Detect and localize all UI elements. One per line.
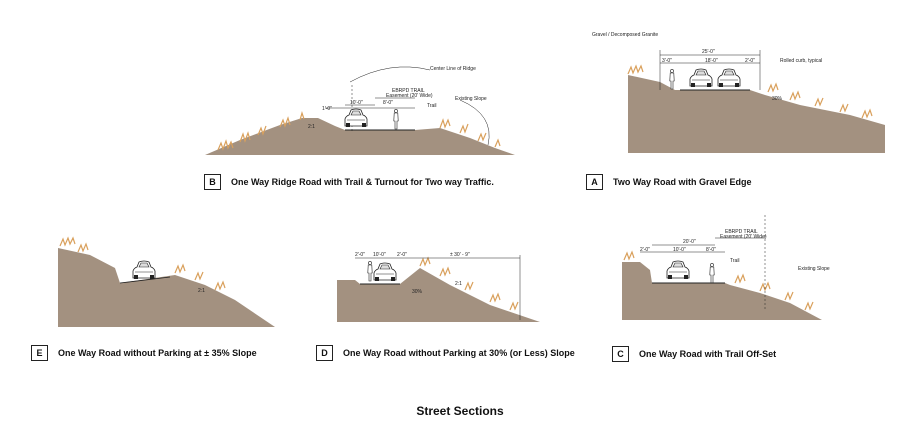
caption-b-text: One Way Ridge Road with Trail & Turnout … [231, 177, 494, 187]
a-dim-right: 2'-0" [745, 58, 755, 64]
caption-a-letter: A [586, 174, 603, 190]
c-trail-tag: Trail [730, 258, 740, 264]
b-slope: 2:1 [308, 124, 315, 130]
a-gravel-label: Gravel / Decomposed Granite [592, 32, 658, 38]
e-slope: 2:1 [198, 288, 205, 294]
caption-b: B One Way Ridge Road with Trail & Turnou… [204, 174, 494, 190]
caption-c-text: One Way Road with Trail Off-Set [639, 349, 777, 359]
b-existing-label: Existing Slope [455, 96, 487, 102]
b-trail-tag: Trail [427, 103, 437, 109]
section-b-ground [205, 118, 515, 155]
d-dim-2: 10'-0" [373, 252, 386, 258]
section-e-ground [58, 248, 275, 327]
d-slope: 2:1 [455, 281, 462, 287]
section-a-diagram: Gravel / Decomposed Granite Rolled curb,… [592, 32, 885, 153]
a-dim-edge: 3'-0" [662, 58, 672, 64]
b-trail-label: EBRPD TRAIL [392, 88, 425, 94]
section-b-diagram: Center Line of Ridge EBRPD TRAIL Easemen… [205, 66, 515, 155]
c-easement-label: Easement (20' Wide) [720, 234, 767, 240]
b-center-line-label: Center Line of Ridge [430, 66, 476, 72]
section-c-diagram: EBRPD TRAIL Easement (20' Wide) 20'-0" 2… [622, 215, 830, 320]
d-dim-4: ± 30' - 9" [450, 252, 470, 258]
section-d-diagram: 2'-0" 10'-0" 2'-0" ± 30' - 9" 30% 2:1 [337, 252, 540, 322]
caption-c: C One Way Road with Trail Off-Set [612, 346, 776, 362]
b-dim-1: 1'-0" [322, 106, 332, 112]
caption-e-letter: E [31, 345, 48, 361]
a-rolled-curb-label: Rolled curb, typical [780, 58, 822, 64]
caption-b-letter: B [204, 174, 221, 190]
a-dim-road: 18'-0" [705, 58, 718, 64]
caption-d-text: One Way Road without Parking at 30% (or … [343, 348, 575, 358]
d-pct: 30% [412, 289, 423, 295]
c-trail-label: EBRPD TRAIL [725, 229, 758, 235]
caption-e: E One Way Road without Parking at ± 35% … [31, 345, 257, 361]
section-d-ground [337, 268, 540, 322]
caption-d: D One Way Road without Parking at 30% (o… [316, 345, 575, 361]
section-a-ground [628, 75, 885, 153]
page-title: Street Sections [416, 404, 504, 418]
d-dim-3: 2'-0" [397, 252, 407, 258]
c-existing-label: Existing Slope [798, 266, 830, 272]
section-c-ground [622, 262, 822, 320]
caption-a: A Two Way Road with Gravel Edge [586, 174, 752, 190]
c-dim-2: 10'-0" [673, 247, 686, 253]
a-dim-total: 25'-0" [702, 49, 715, 55]
c-dim-1: 2'-0" [640, 247, 650, 253]
b-dim-2: 10'-0" [350, 100, 363, 106]
caption-a-text: Two Way Road with Gravel Edge [613, 177, 752, 187]
c-dim-3: 8'-0" [706, 247, 716, 253]
section-e-diagram: 2:1 [58, 236, 275, 327]
caption-c-letter: C [612, 346, 629, 362]
caption-d-letter: D [316, 345, 333, 361]
a-pct: 30% [772, 96, 783, 102]
b-easement-label: Easement (20' Wide) [386, 93, 433, 99]
b-dim-3: 8'-0" [383, 100, 393, 106]
d-dim-1: 2'-0" [355, 252, 365, 258]
c-dim-total: 20'-0" [683, 239, 696, 245]
caption-e-text: One Way Road without Parking at ± 35% Sl… [58, 348, 257, 358]
